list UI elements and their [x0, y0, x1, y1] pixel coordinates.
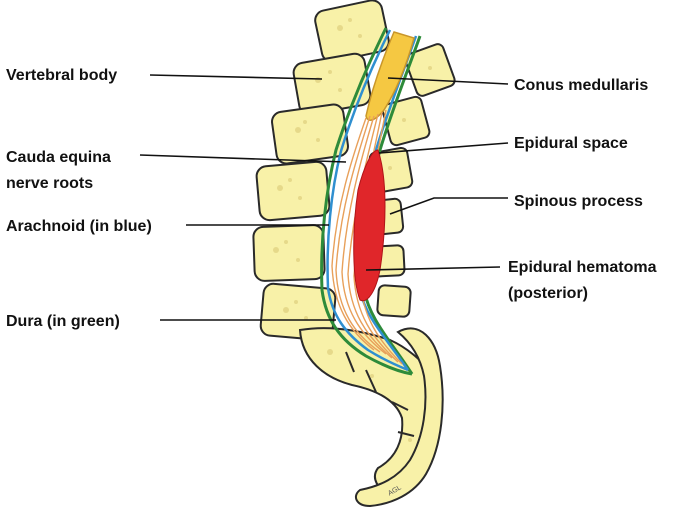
- epidural-hematoma: [353, 149, 386, 302]
- label-epidural-hematoma-line2: (posterior): [508, 285, 588, 302]
- vertebral-body-l5: [259, 282, 337, 342]
- leader-spinous-process: [389, 197, 508, 215]
- leader-vertebral-body: [149, 74, 323, 80]
- vertebral-body-l2: [271, 103, 349, 165]
- leader-cauda-equina: [139, 154, 347, 163]
- arachnoid-anterior: [326, 29, 409, 372]
- label-cauda-equina-line1: Cauda equina: [6, 149, 111, 166]
- label-spinous-process: Spinous process: [514, 193, 643, 210]
- leader-epidural-space: [378, 142, 509, 154]
- label-arachnoid: Arachnoid (in blue): [6, 218, 152, 235]
- spinous-process-6: [376, 284, 412, 318]
- leader-conus-medullaris: [387, 77, 509, 85]
- vertebral-body-l3: [255, 160, 331, 222]
- label-conus-medullaris: Conus medullaris: [514, 77, 648, 94]
- leader-lines: [139, 74, 509, 321]
- bone-texture: [273, 18, 432, 442]
- vertebral-body-l4: [252, 224, 326, 282]
- label-cauda-equina-line2: nerve roots: [6, 175, 93, 192]
- label-vertebral-body: Vertebral body: [6, 67, 117, 84]
- label-dura: Dura (in green): [6, 313, 120, 330]
- label-epidural-space: Epidural space: [514, 135, 628, 152]
- leader-epidural-hematoma: [365, 266, 501, 271]
- labels: Vertebral body Cauda equina nerve roots …: [6, 67, 657, 330]
- label-epidural-hematoma-line1: Epidural hematoma: [508, 259, 657, 276]
- dura-anterior: [320, 27, 413, 376]
- coccyx: [354, 327, 444, 508]
